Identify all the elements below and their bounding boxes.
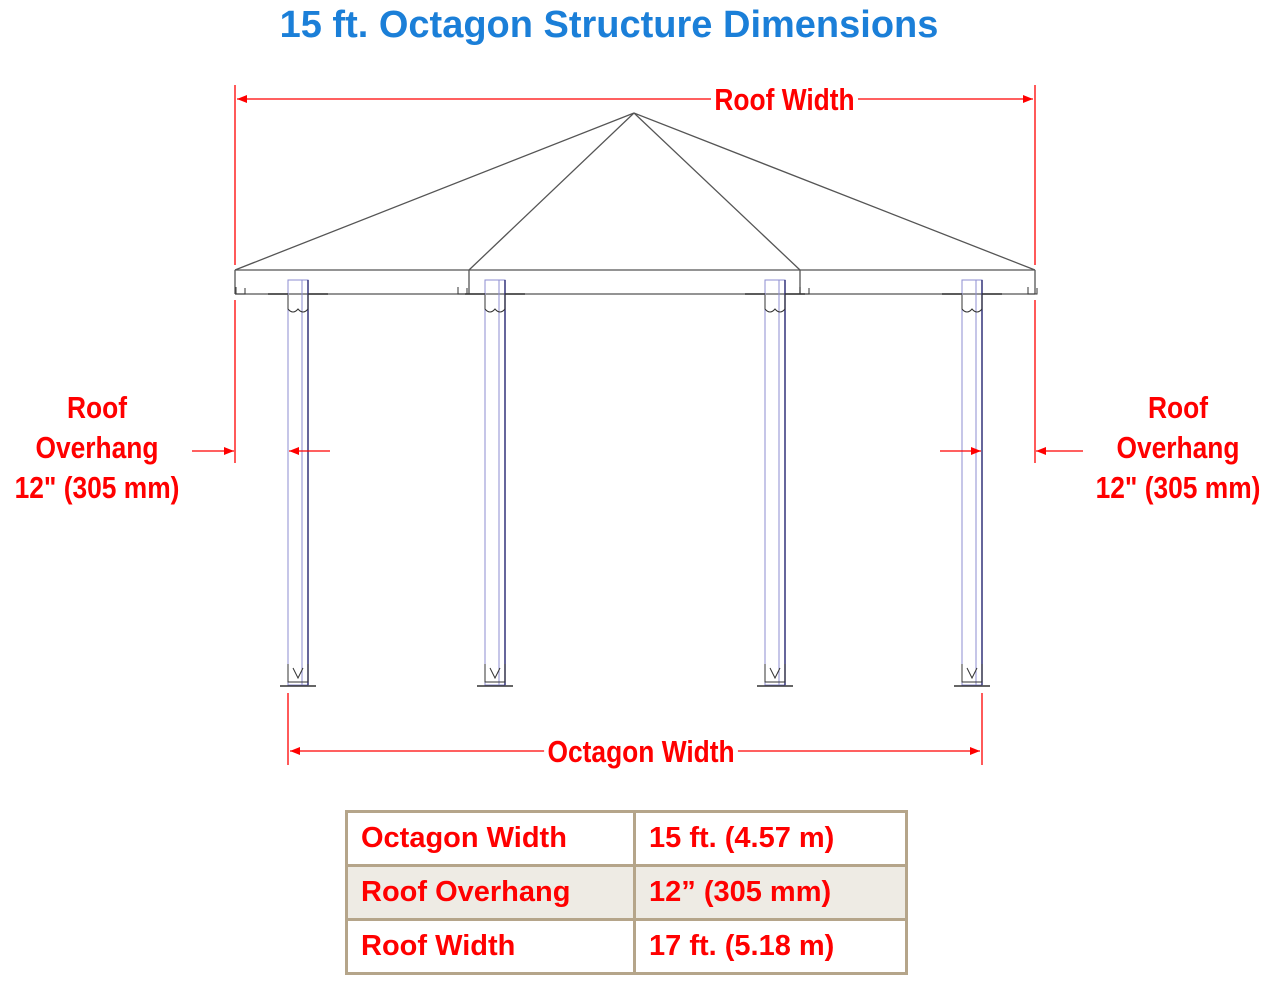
post (268, 279, 328, 687)
gutter-bracket (457, 287, 468, 295)
roof-width-label: Roof Width (710, 80, 859, 120)
dimension-lines (192, 85, 1083, 765)
diagram-title: 15 ft. Octagon Structure Dimensions (279, 4, 939, 46)
gutter-bracket (799, 287, 810, 295)
posts (235, 279, 1038, 687)
row-label: Roof Width (345, 918, 636, 975)
overhang-line-1: Roof (1147, 390, 1209, 425)
overhang-line-1: Roof (66, 390, 128, 425)
row-value: 17 ft. (5.18 m) (633, 918, 908, 975)
overhang-line-3: 12" (305 mm) (1095, 470, 1261, 505)
post (745, 279, 805, 687)
post (465, 279, 525, 687)
overhang-line-2: Overhang (35, 430, 159, 465)
left-overhang-label: Roof Overhang 12" (305 mm) (12, 388, 182, 508)
overhang-line-3: 12" (305 mm) (14, 470, 180, 505)
row-label: Roof Overhang (345, 864, 636, 921)
right-overhang-label: Roof Overhang 12" (305 mm) (1093, 388, 1263, 508)
row-value: 15 ft. (4.57 m) (633, 810, 908, 867)
roof (234, 112, 1036, 295)
row-label: Octagon Width (345, 810, 636, 867)
gutter-bracket (1027, 287, 1038, 295)
overhang-line-2: Overhang (1116, 430, 1240, 465)
octagon-width-label: Octagon Width (544, 732, 739, 772)
post (942, 279, 1002, 687)
row-value: 12” (305 mm) (633, 864, 908, 921)
gutter-bracket (235, 287, 246, 295)
